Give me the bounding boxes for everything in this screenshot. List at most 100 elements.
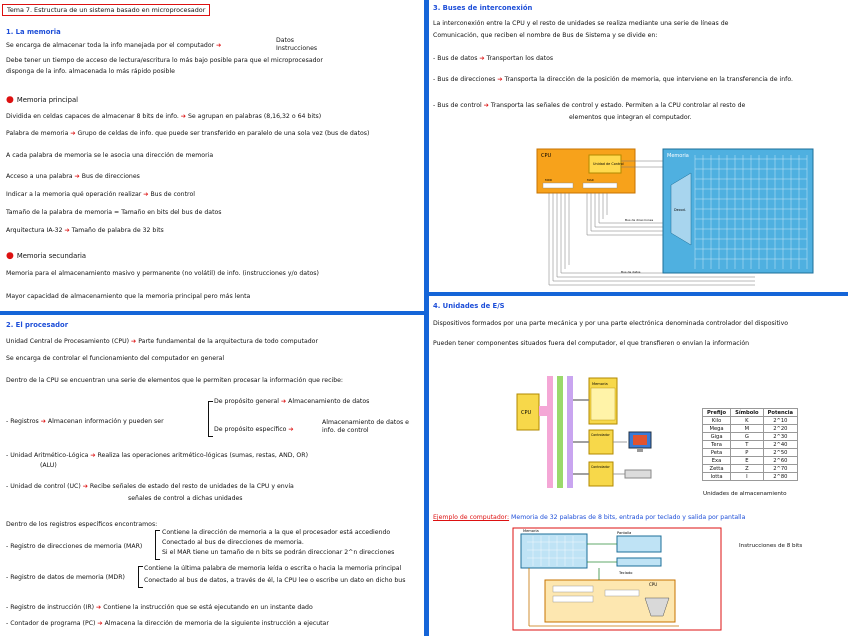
- example-green-bus: [587, 543, 617, 580]
- proc-line2: Se encarga de controlar el funcionamient…: [6, 355, 225, 362]
- mdr-label: - Registro de datos de memoria (MDR): [6, 574, 125, 581]
- table-cell: P: [730, 448, 764, 457]
- bus-bar-2: [557, 376, 563, 488]
- table-cell: Zetta: [701, 464, 732, 473]
- table-cell: Kilo: [701, 416, 732, 425]
- es-memory-cells: [590, 387, 616, 421]
- mp-line5: Indicar a la memoria qué operación reali…: [6, 191, 195, 199]
- bus-ctrl-desc2: elementos que integran el computador.: [569, 114, 692, 121]
- arrow-icon: ➔: [72, 173, 82, 180]
- table-caption: Unidades de almacenamiento: [703, 491, 787, 497]
- table-cell: Iotta: [701, 472, 732, 481]
- example-memory-label: Memoria: [523, 529, 539, 533]
- pc-label: Contador de programa (PC): [10, 620, 96, 627]
- memory-grid: [694, 155, 808, 269]
- mar-label: - Registro de direcciones de memoria (MA…: [6, 543, 143, 550]
- bus-datos-desc: Transportan los datos: [486, 55, 554, 62]
- pg-desc: Almacenamiento de datos: [288, 398, 370, 405]
- right-horizontal-divider: [429, 292, 848, 296]
- mp-line4: Acceso a una palabra ➔ Bus de direccione…: [6, 173, 140, 181]
- table-cell: 2^40: [762, 440, 799, 449]
- bus-bar-3: [567, 376, 573, 488]
- example-keyboard: [616, 557, 662, 567]
- alu-desc: Realiza las operaciones aritmético-lógic…: [97, 452, 308, 459]
- memoria-line1: Se encarga de almacenar toda la info man…: [6, 42, 221, 50]
- controller-2: [588, 461, 614, 487]
- example-diagram: Memoria Pantalla Teclado CPU: [512, 527, 722, 631]
- memoria-line1-text: Se encarga de almacenar toda la info man…: [6, 42, 215, 49]
- mdr-desc2: Conectado al bus de datos, a través de é…: [144, 577, 406, 584]
- table-header-row: Prefijo Símbolo Potencia: [701, 408, 799, 417]
- especificos-line: Dentro de los registros específicos enco…: [6, 521, 158, 528]
- mp-line6: Tamaño de la palabra de memoria = Tamaño…: [6, 209, 222, 216]
- example-outer-bus: [512, 527, 722, 631]
- example-register-1: [552, 585, 594, 593]
- section-es: 4. Unidades de E/S Dispositivos formados…: [429, 296, 848, 636]
- pc-line: - Contador de programa (PC) ➔ Almacena l…: [6, 620, 329, 627]
- left-horizontal-divider: [0, 311, 424, 315]
- mp-line7: Arquitectura IA-32 ➔ Tamaño de palabra d…: [6, 227, 164, 235]
- ms-line2: Mayor capacidad de almacenamiento que la…: [6, 293, 251, 300]
- arrow-icon: ➔: [286, 426, 294, 433]
- table-cell: I: [730, 472, 764, 481]
- ms-line1: Memoria para el almacenamiento masivo y …: [6, 270, 319, 277]
- es-heading: 4. Unidades de E/S: [433, 302, 505, 310]
- bus-diagram: CPU Unidad de Control MDR MAR Bus de dir…: [536, 148, 814, 286]
- example-alu-shape: [644, 597, 670, 617]
- bus-dir-desc: Transporta la dirección de la posición d…: [504, 76, 793, 83]
- arrow-icon: ➔: [129, 338, 139, 345]
- mp-line5b: Bus de control: [150, 191, 195, 198]
- table-cell: 2^70: [762, 464, 799, 473]
- registros-desc: Almacenan información: [47, 418, 122, 425]
- pg-label: De propósito general: [214, 398, 280, 405]
- arrow-icon: ➔: [178, 113, 188, 120]
- table-cell: 2^50: [762, 448, 799, 457]
- mdr-register: [542, 182, 574, 189]
- registros-brace: [208, 401, 213, 437]
- decoder-label: Decod.: [674, 208, 686, 212]
- table-cell: E: [730, 456, 764, 465]
- table-cell: T: [730, 440, 764, 449]
- registros-pueden: y pueden ser: [123, 418, 164, 425]
- mp-line3: A cada palabra de memoria se le asocia u…: [6, 152, 214, 159]
- example-cpu-label: CPU: [649, 582, 657, 587]
- registros-label: Registros: [10, 418, 39, 425]
- arrow-icon: ➔: [94, 604, 104, 611]
- mp-line2: Palabra de memoria ➔ Grupo de celdas de …: [6, 130, 369, 138]
- bus-arrows: [573, 399, 589, 475]
- bus-ctrl-line: - Bus de control ➔ Transporta las señale…: [433, 102, 746, 109]
- pc-desc: Almacena la dirección de memoria de la s…: [104, 620, 329, 627]
- table-cell: Mega: [701, 424, 732, 433]
- mp-line1a: Dividida en celdas capaces de almacenar …: [6, 113, 179, 120]
- decoder-shape: [670, 172, 692, 246]
- datos-label: Datos: [276, 37, 294, 44]
- proc-line1a: Unidad Central de Procesamiento (CPU): [6, 338, 130, 345]
- bus-dir-diagram-label: Bus de direcciones: [625, 218, 654, 222]
- es-line2: Pueden tener componentes situados fuera …: [433, 340, 750, 347]
- buses-line2: Comunicación, que reciben el nombre de B…: [433, 32, 658, 39]
- example-text: Memoria de 32 palabras de 8 bits, entrad…: [511, 514, 746, 521]
- example-instr: Instrucciones de 8 bits: [739, 543, 803, 549]
- example-screen: [616, 535, 662, 553]
- table-cell: M: [730, 424, 764, 433]
- arrow-icon: ➔: [279, 398, 289, 405]
- mar-register: [582, 182, 618, 189]
- memoria-line2: Debe tener un tiempo de acceso de lectur…: [6, 57, 323, 64]
- proc-line3: Dentro de la CPU se encuentran una serie…: [6, 377, 344, 384]
- bus-dir-line: - Bus de direcciones ➔ Transporta la dir…: [433, 76, 793, 83]
- table-header: Prefijo: [701, 408, 732, 417]
- table-cell: Exa: [701, 456, 732, 465]
- bus-bar-1: [547, 376, 553, 488]
- keyboard-icon: [624, 469, 652, 479]
- mdr-label-text: Registro de datos de memoria (MDR): [10, 574, 125, 581]
- mar-label-text: Registro de direcciones de memoria (MAR): [10, 543, 143, 550]
- bullet-icon: ●: [6, 95, 14, 105]
- instrucciones-label: Instrucciones: [276, 45, 318, 52]
- vertical-divider: [424, 0, 429, 636]
- mdr-brace: [138, 566, 143, 588]
- arrow-icon: ➔: [95, 620, 105, 627]
- table-cell: Giga: [701, 432, 732, 441]
